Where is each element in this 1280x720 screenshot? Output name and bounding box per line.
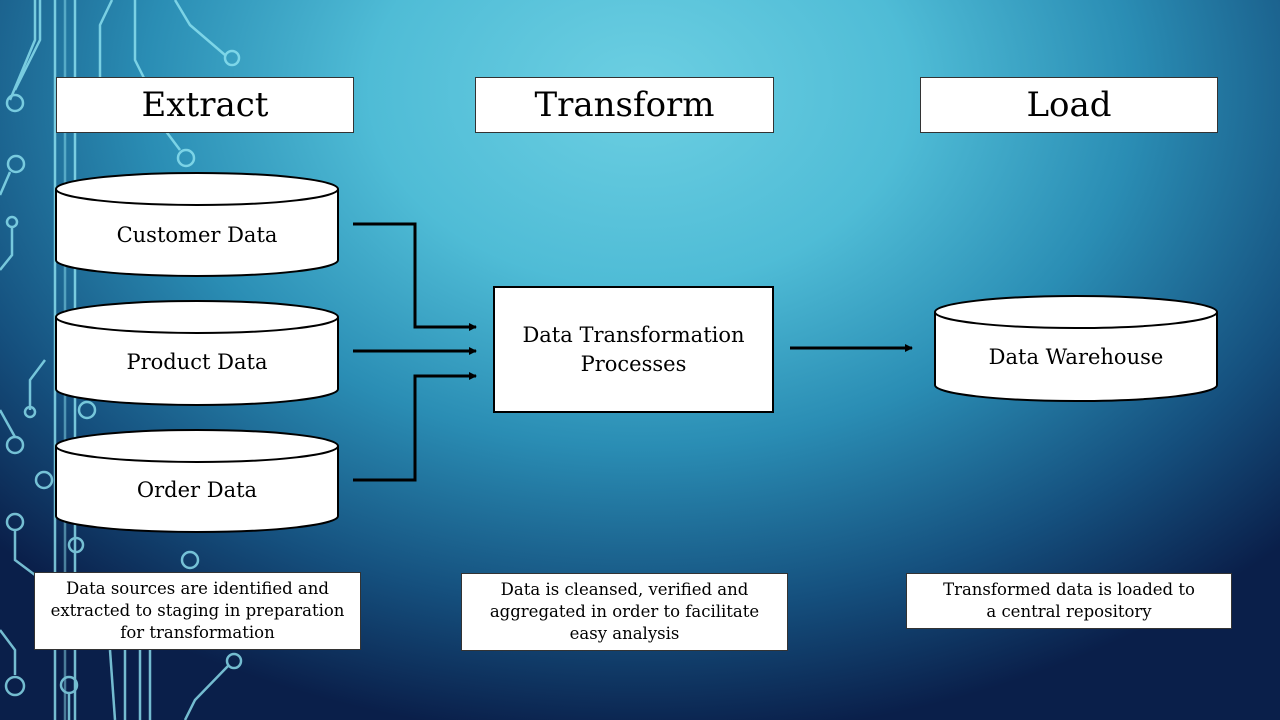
cylinder-data-warehouse xyxy=(934,295,1218,402)
transform-header: Transform xyxy=(475,77,774,133)
cylinder-order-data xyxy=(55,429,339,533)
arrow-order-to-process xyxy=(353,372,477,482)
arrow-customer-to-process xyxy=(353,222,477,331)
extract-description: Data sources are identified and extracte… xyxy=(34,572,361,650)
source-label-product: Product Data xyxy=(126,350,268,374)
transformation-process-box: Data Transformation Processes xyxy=(493,286,774,413)
extract-header: Extract xyxy=(56,77,354,133)
source-label-customer: Customer Data xyxy=(116,223,278,247)
load-description: Transformed data is loaded to a central … xyxy=(906,573,1232,629)
source-label-order: Order Data xyxy=(136,478,258,502)
cylinder-product-data xyxy=(55,300,339,406)
target-label-warehouse: Data Warehouse xyxy=(988,345,1164,369)
load-header: Load xyxy=(920,77,1218,133)
transform-description: Data is cleansed, verified and aggregate… xyxy=(461,573,788,651)
cylinder-customer-data xyxy=(55,172,339,277)
